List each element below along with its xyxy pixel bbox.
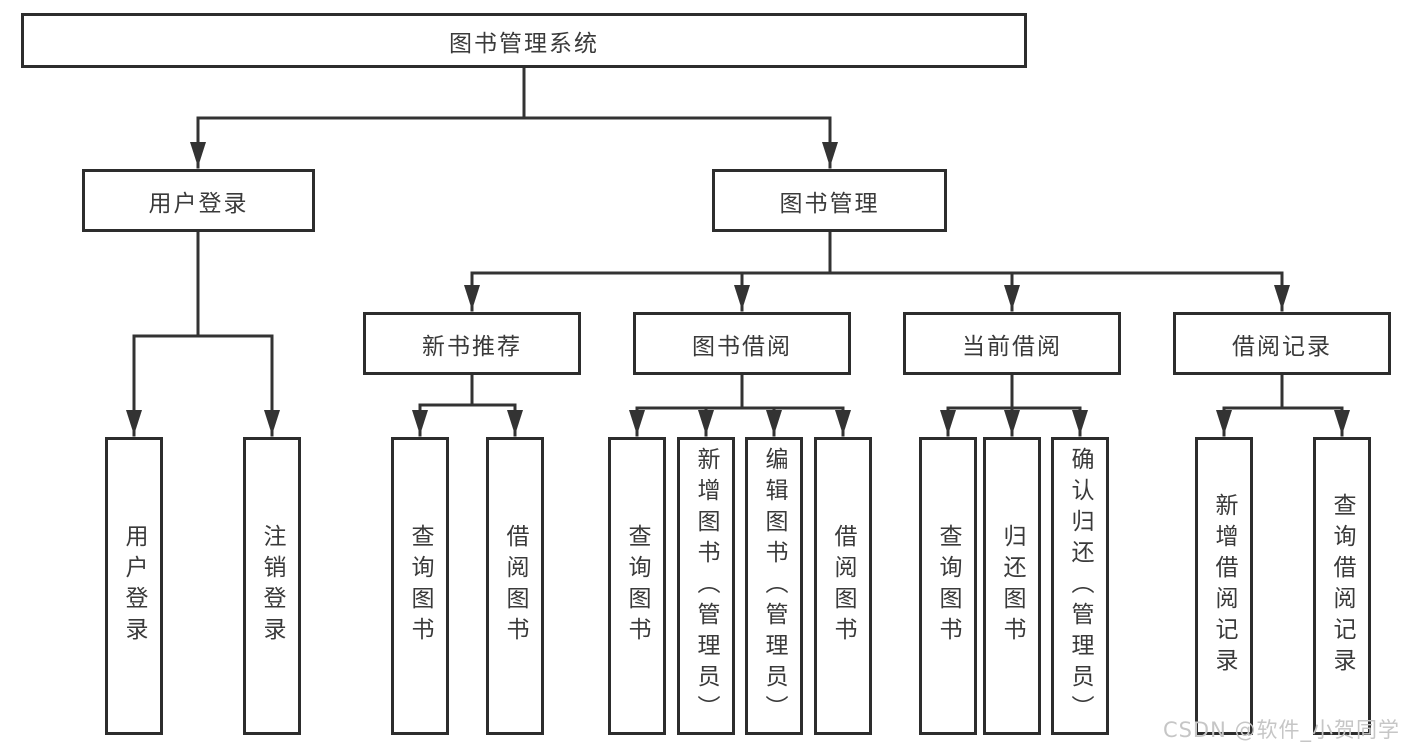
csdn-watermark: CSDN @软件_小贺同学: [1162, 718, 1400, 742]
node-borrow-books-recommend: 借阅图书: [486, 437, 544, 735]
node-new-book-recommendation: 新书推荐: [363, 312, 581, 375]
node-book-borrowing: 图书借阅: [633, 312, 851, 375]
node-borrow-books-borrowing: 借阅图书: [814, 437, 872, 735]
node-query-books-recommend: 查询图书: [391, 437, 449, 735]
node-user-login-action: 用户登录: [105, 437, 163, 735]
node-library-system: 图书管理系统: [21, 13, 1027, 68]
node-book-management: 图书管理: [712, 169, 947, 232]
node-query-borrow-record: 查询借阅记录: [1313, 437, 1371, 735]
node-user-login: 用户登录: [82, 169, 315, 232]
node-borrowing-records: 借阅记录: [1173, 312, 1391, 375]
connector-trunks: [132, 66, 1344, 410]
node-query-books-current: 查询图书: [919, 437, 977, 735]
node-add-book-admin: 新增图书（管理员）: [677, 437, 735, 735]
node-add-borrow-record: 新增借阅记录: [1195, 437, 1253, 735]
node-edit-book-admin: 编辑图书（管理员）: [745, 437, 803, 735]
node-confirm-return-admin: 确认归还（管理员）: [1051, 437, 1109, 735]
node-current-borrowing: 当前借阅: [903, 312, 1121, 375]
node-query-books-borrowing: 查询图书: [608, 437, 666, 735]
node-logout-action: 注销登录: [243, 437, 301, 735]
node-return-books: 归还图书: [983, 437, 1041, 735]
